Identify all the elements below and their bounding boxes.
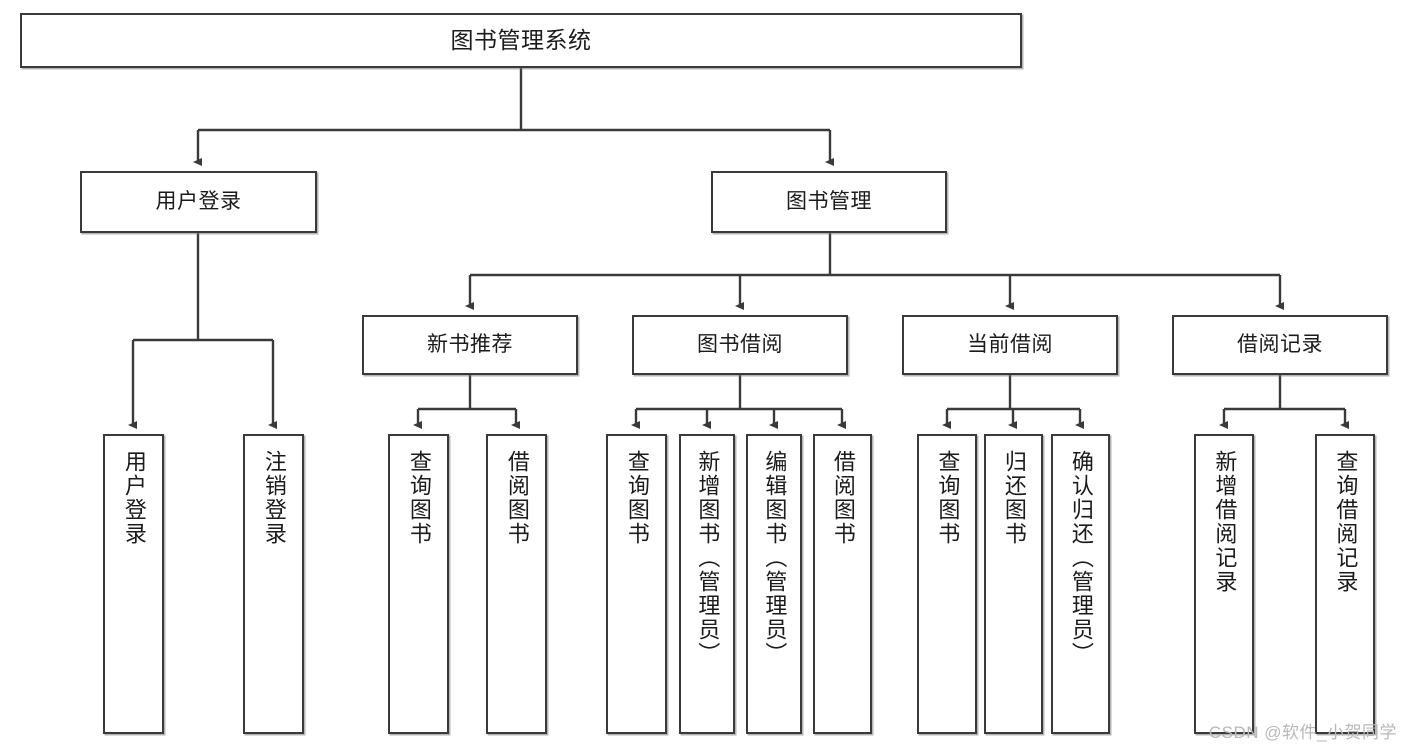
node-leaf-query-book-cur-label: 查询图书 (935, 450, 961, 546)
node-leaf-borrow-book-label: 借阅图书 (830, 450, 856, 546)
node-book-manage[interactable]: 图书管理 (711, 171, 947, 233)
node-leaf-confirm-return-admin[interactable]: 确认归还（管理员） (1051, 434, 1110, 734)
node-leaf-add-book-admin[interactable]: 新增图书（管理员） (679, 434, 735, 734)
node-leaf-query-book-borrow-label: 查询图书 (624, 450, 650, 546)
node-current-borrow-label: 当前借阅 (967, 332, 1053, 356)
node-user-login-label: 用户登录 (155, 189, 242, 213)
node-book-manage-label: 图书管理 (786, 189, 872, 213)
node-new-book-rec-label: 新书推荐 (427, 332, 513, 356)
node-leaf-query-book-rec[interactable]: 查询图书 (388, 434, 449, 734)
node-new-book-rec[interactable]: 新书推荐 (362, 315, 578, 375)
node-leaf-query-book-borrow[interactable]: 查询图书 (606, 434, 667, 734)
node-leaf-borrow-book-rec[interactable]: 借阅图书 (486, 434, 547, 734)
node-user-login[interactable]: 用户登录 (80, 171, 317, 233)
node-leaf-edit-book-admin[interactable]: 编辑图书（管理员） (746, 434, 802, 734)
node-book-borrow-label: 图书借阅 (697, 332, 783, 356)
node-leaf-user-login-label: 用户登录 (121, 450, 147, 546)
node-leaf-borrow-book-rec-label: 借阅图书 (504, 450, 530, 546)
node-leaf-add-book-admin-label: 新增图书（管理员） (695, 450, 721, 666)
node-leaf-return-book[interactable]: 归还图书 (984, 434, 1043, 734)
node-borrow-record-label: 借阅记录 (1237, 332, 1323, 356)
watermark-text: CSDN @软件_小贺同学 (1208, 723, 1397, 742)
node-leaf-user-logout-label: 注销登录 (261, 450, 287, 546)
node-leaf-user-logout[interactable]: 注销登录 (243, 434, 304, 734)
node-leaf-add-borrow-record[interactable]: 新增借阅记录 (1194, 434, 1254, 734)
node-leaf-query-book-cur[interactable]: 查询图书 (917, 434, 977, 734)
node-leaf-add-borrow-record-label: 新增借阅记录 (1212, 450, 1238, 594)
node-leaf-query-book-rec-label: 查询图书 (406, 450, 432, 546)
node-leaf-user-login[interactable]: 用户登录 (103, 434, 164, 734)
node-root[interactable]: 图书管理系统 (20, 13, 1022, 68)
node-current-borrow[interactable]: 当前借阅 (902, 315, 1118, 375)
node-borrow-record[interactable]: 借阅记录 (1172, 315, 1388, 375)
node-book-borrow[interactable]: 图书借阅 (632, 315, 848, 375)
node-leaf-confirm-return-admin-label: 确认归还（管理员） (1068, 450, 1094, 666)
node-leaf-edit-book-admin-label: 编辑图书（管理员） (762, 450, 788, 666)
node-leaf-return-book-label: 归还图书 (1001, 450, 1027, 546)
node-leaf-query-borrow-record[interactable]: 查询借阅记录 (1315, 434, 1375, 734)
node-root-label: 图书管理系统 (450, 27, 592, 54)
node-leaf-query-borrow-record-label: 查询借阅记录 (1333, 450, 1359, 594)
node-leaf-borrow-book[interactable]: 借阅图书 (813, 434, 872, 734)
